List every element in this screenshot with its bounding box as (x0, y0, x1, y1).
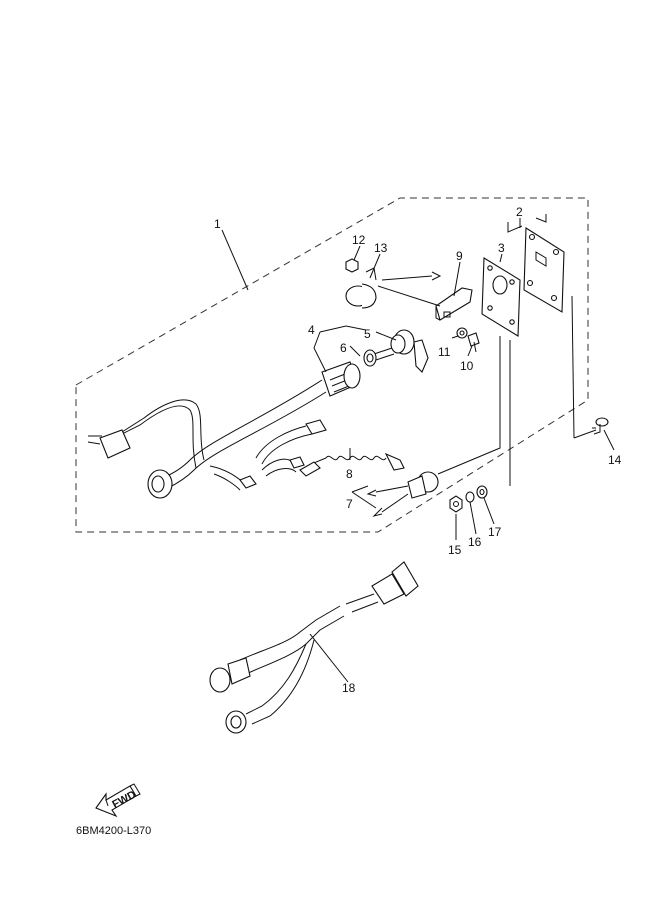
callout-6: 6 (340, 341, 347, 355)
part-10-screw (467, 332, 480, 353)
leader-lines (221, 214, 615, 683)
callout-2: 2 (516, 205, 523, 219)
part-15-nut (449, 495, 463, 513)
part-7-stop-switch (366, 471, 439, 517)
callout-9: 9 (456, 249, 463, 263)
part-11-washer (456, 327, 468, 339)
callout-14: 14 (608, 453, 622, 467)
fwd-arrow-icon: FWD (95, 783, 141, 818)
callout-17: 17 (488, 525, 502, 539)
callout-18: 18 (342, 681, 356, 695)
callout-12: 12 (352, 233, 366, 247)
callout-15: 15 (448, 543, 462, 557)
callout-7: 7 (346, 497, 353, 511)
part-2-plate (523, 227, 565, 313)
part-8-lanyard (299, 452, 405, 477)
part-16-washer (465, 491, 475, 503)
drawing-code: 6BM4200-L370 (76, 825, 151, 837)
part-4-harness (87, 361, 361, 499)
assembly-boundary (75, 197, 589, 533)
part-14-screw (573, 417, 609, 439)
part-5-main-switch (373, 329, 429, 373)
callout-labels: 1 2 3 4 5 6 7 8 9 10 11 12 13 14 15 16 1… (214, 205, 622, 695)
callout-3: 3 (498, 241, 505, 255)
part-17-washer (476, 485, 488, 499)
part-3-gasket (481, 257, 521, 337)
part-9-bracket (435, 287, 473, 321)
callout-8: 8 (346, 467, 353, 481)
part-6-grommet (363, 349, 377, 367)
callout-1: 1 (214, 217, 221, 231)
callout-4: 4 (308, 323, 315, 337)
part-13-cap (345, 267, 442, 309)
callout-5: 5 (364, 327, 371, 341)
callout-13: 13 (374, 241, 388, 255)
part-12-nut (345, 258, 359, 273)
callout-16: 16 (468, 535, 482, 549)
callout-11: 11 (438, 345, 451, 359)
part-18-extension-harness (209, 561, 419, 734)
fwd-label: FWD (110, 789, 138, 811)
callout-10: 10 (460, 359, 474, 373)
